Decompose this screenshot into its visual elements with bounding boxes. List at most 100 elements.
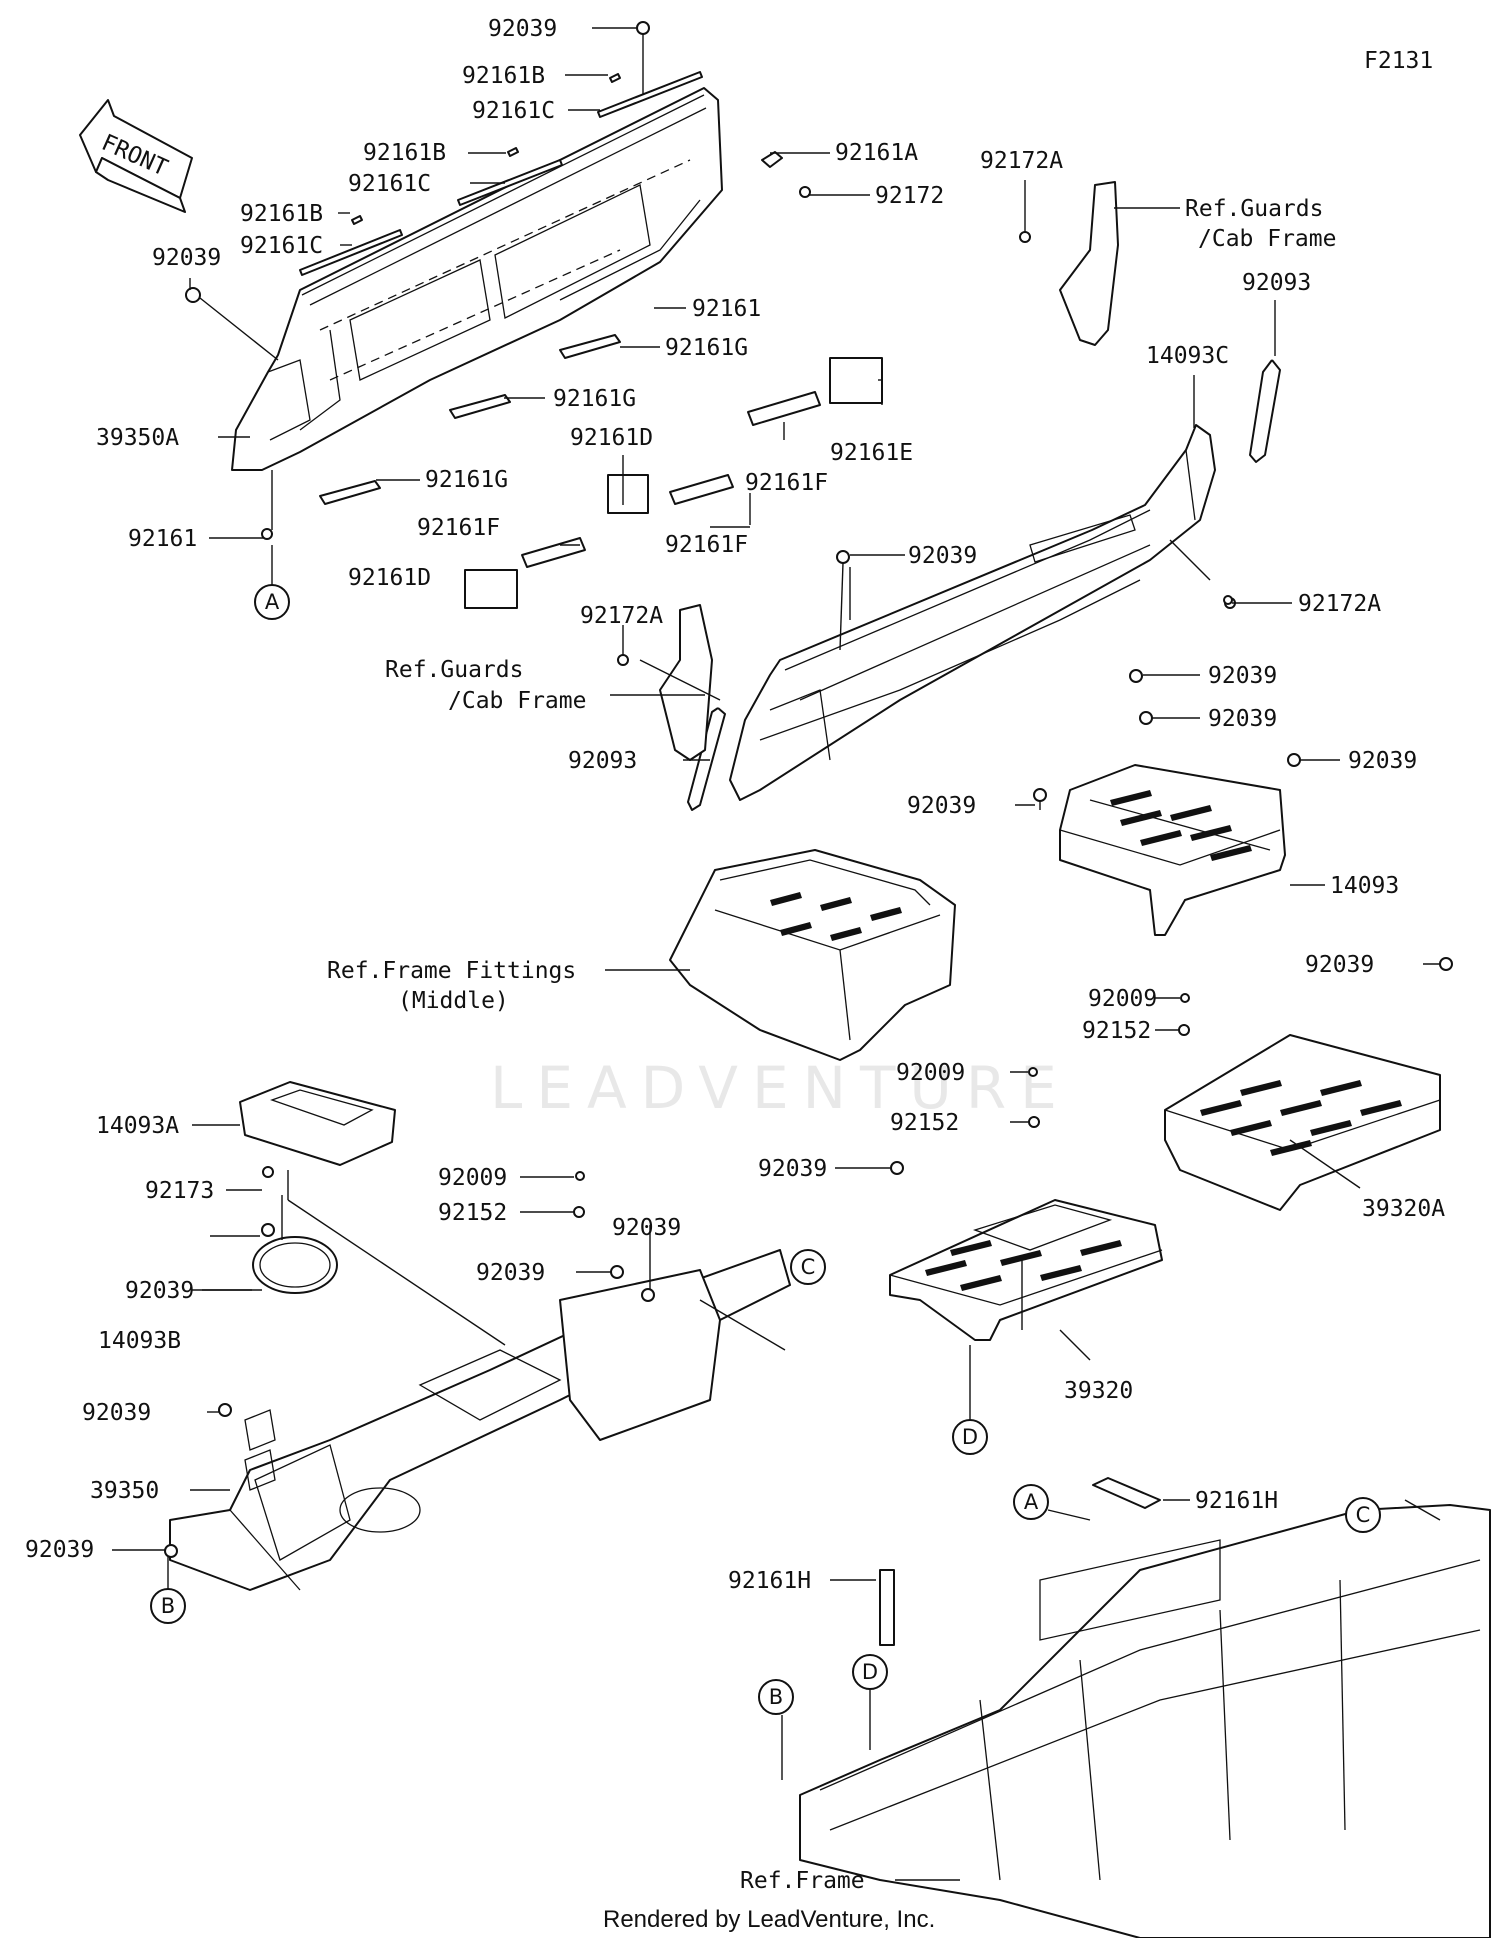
floor-panel-39320a <box>1164 1034 1441 1211</box>
label-92172a-top: 92172A <box>980 148 1063 174</box>
footer-credit: Rendered by LeadVenture, Inc. <box>603 1906 935 1933</box>
label-92039-r2: 92039 <box>1208 706 1277 732</box>
label-92161d-low: 92161D <box>348 565 431 591</box>
callout-c-top-label: C <box>801 1255 816 1279</box>
lid-14093b <box>252 1236 338 1294</box>
label-92039-mid2: 92039 <box>758 1156 827 1182</box>
label-92009-right: 92009 <box>1088 986 1157 1012</box>
label-92161g-1: 92161G <box>665 335 748 361</box>
strip-pieces <box>299 71 883 609</box>
label-92161c-low: 92161C <box>240 233 323 259</box>
callout-a-top-label: A <box>265 590 280 614</box>
label-92039-top: 92039 <box>488 16 557 42</box>
label-92161c-top: 92161C <box>472 98 555 124</box>
label-ref-guards-left-1: Ref.Guards <box>385 657 523 683</box>
label-ref-frame-fittings-1: Ref.Frame Fittings <box>327 958 576 984</box>
label-39350: 39350 <box>90 1478 159 1504</box>
callout-b-top: B <box>150 1588 186 1624</box>
guard-bar-left <box>687 707 726 811</box>
label-92172a-right: 92172A <box>1298 591 1381 617</box>
label-92039-r4: 92039 <box>907 793 976 819</box>
callout-b-frame: B <box>758 1679 794 1715</box>
floor-panel-14093 <box>1059 764 1286 936</box>
watermark: LEADVENTURE <box>490 1054 1071 1122</box>
callout-a-frame-label: A <box>1024 1490 1039 1514</box>
frame-fittings-middle <box>669 849 956 1061</box>
label-92152-left: 92152 <box>438 1200 507 1226</box>
tray-14093a <box>239 1081 396 1166</box>
strip-92161h-upper <box>1092 1477 1161 1509</box>
callout-b-top-label: B <box>161 1594 175 1618</box>
callout-c-top: C <box>790 1249 826 1285</box>
label-92009-mid: 92009 <box>896 1060 965 1086</box>
label-92009-left: 92009 <box>438 1165 507 1191</box>
label-ref-frame-fittings-2: (Middle) <box>398 988 509 1014</box>
label-92039-mid: 92039 <box>908 543 977 569</box>
cab-frame-post-right <box>1059 181 1119 346</box>
label-92039-r3: 92039 <box>1348 748 1417 774</box>
label-92093-left: 92093 <box>568 748 637 774</box>
label-92173: 92173 <box>145 1178 214 1204</box>
label-92161f-right: 92161F <box>745 470 828 496</box>
label-92161b-mid: 92161B <box>363 140 446 166</box>
label-92161g-3: 92161G <box>425 467 508 493</box>
floor-panel-39320 <box>889 1199 1163 1341</box>
label-92161e: 92161E <box>830 440 913 466</box>
label-92039-floor-side: 92039 <box>82 1400 151 1426</box>
label-92152-mid: 92152 <box>890 1110 959 1136</box>
side-panel-left-39350a <box>231 87 723 471</box>
label-92039-r5: 92039 <box>1305 952 1374 978</box>
callout-c-frame-label: C <box>1356 1503 1371 1527</box>
callout-d-top: D <box>952 1419 988 1455</box>
label-92039-left: 92039 <box>152 245 221 271</box>
callout-c-frame: C <box>1345 1497 1381 1533</box>
callout-a-top: A <box>254 584 290 620</box>
side-panel-right-14093c <box>729 424 1216 801</box>
label-92161f-mid: 92161F <box>665 532 748 558</box>
strip-92161h-lower <box>879 1569 895 1646</box>
label-92172a-left: 92172A <box>580 603 663 629</box>
label-92161-mid: 92161 <box>692 296 761 322</box>
guard-bar-right <box>1249 359 1281 463</box>
label-ref-guards-top-1: Ref.Guards <box>1185 196 1323 222</box>
label-39320a: 39320A <box>1362 1196 1445 1222</box>
label-92161b-low: 92161B <box>240 201 323 227</box>
callout-d-frame-label: D <box>862 1660 878 1684</box>
label-92152-right: 92152 <box>1082 1018 1151 1044</box>
vehicle-frame <box>799 1504 1491 1938</box>
callout-b-frame-label: B <box>769 1685 783 1709</box>
callout-d-frame: D <box>852 1654 888 1690</box>
label-92161h-left: 92161H <box>728 1568 811 1594</box>
label-92161-left: 92161 <box>128 526 197 552</box>
label-ref-guards-left-2: /Cab Frame <box>448 688 586 714</box>
label-92161g-2: 92161G <box>553 386 636 412</box>
leader-lines <box>112 27 1441 1881</box>
label-92039-floor-left: 92039 <box>125 1278 194 1304</box>
label-14093a: 14093A <box>96 1113 179 1139</box>
label-92161b-top: 92161B <box>462 63 545 89</box>
label-14093b: 14093B <box>98 1328 181 1354</box>
label-92093-right: 92093 <box>1242 270 1311 296</box>
label-92161f-left: 92161F <box>417 515 500 541</box>
floor-39350 <box>169 1249 791 1591</box>
label-ref-frame: Ref.Frame <box>740 1868 865 1894</box>
label-92039-floor-bottom: 92039 <box>25 1537 94 1563</box>
callout-d-top-label: D <box>962 1425 978 1449</box>
label-39350a: 39350A <box>96 425 179 451</box>
callout-a-frame: A <box>1013 1484 1049 1520</box>
label-ref-guards-top-2: /Cab Frame <box>1198 226 1336 252</box>
label-14093c: 14093C <box>1146 343 1229 369</box>
front-arrow-icon: FRONT <box>79 99 193 213</box>
part-labels: 92039 92161B 92161C 92161B 92161C 92161B… <box>25 16 1445 1894</box>
label-92161h-top: 92161H <box>1195 1488 1278 1514</box>
label-92039-floor-top: 92039 <box>612 1215 681 1241</box>
label-39320: 39320 <box>1064 1378 1133 1404</box>
label-92161a: 92161A <box>835 140 918 166</box>
label-92039-floor-mid: 92039 <box>476 1260 545 1286</box>
label-92172: 92172 <box>875 183 944 209</box>
figure-code: F2131 <box>1364 48 1433 74</box>
label-92039-r1: 92039 <box>1208 663 1277 689</box>
label-92161c-mid: 92161C <box>348 171 431 197</box>
label-14093: 14093 <box>1330 873 1399 899</box>
